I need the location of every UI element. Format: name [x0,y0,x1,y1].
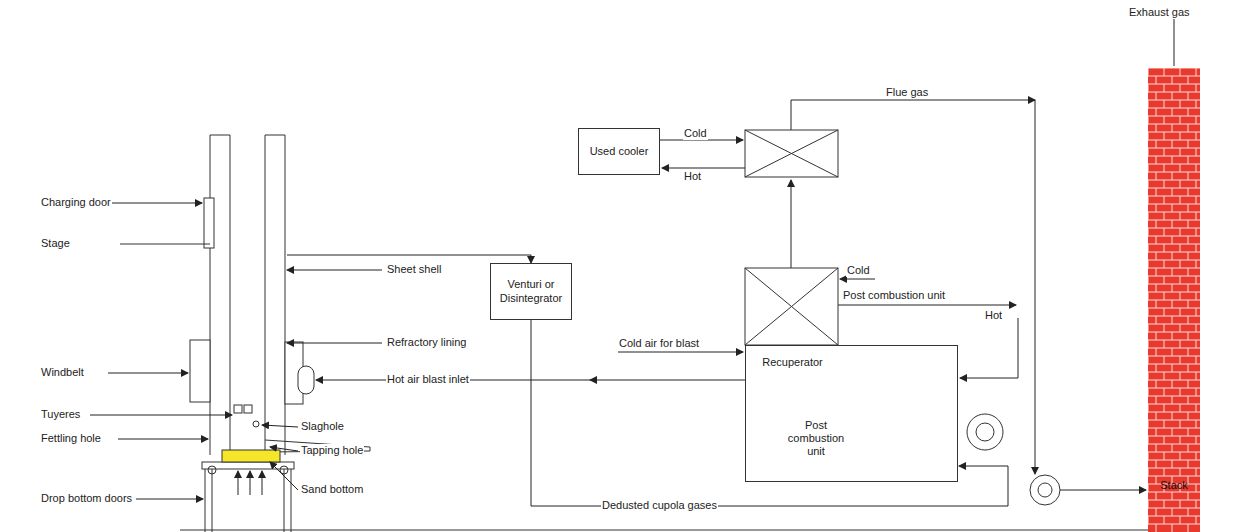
part-label: Windbelt [40,366,85,379]
stack-chimney: Stack [1148,68,1200,532]
part-label: Stage [40,237,71,250]
part-label: Hot air blast inlet [386,373,470,386]
part-label: Cold air for blast [618,337,700,350]
part-label: Tapping hole [300,444,364,457]
part-label: Exhaust gas [1128,6,1191,19]
post-combustion-box: Post combustion unit Recuperator [745,345,958,482]
part-label: Tuyeres [40,408,81,421]
part-label: Charging door [40,196,112,209]
node-text: Used cooler [590,145,649,158]
edge-label: Dedusted cupola gases [601,499,718,512]
node-text: Recuperator [762,356,823,369]
part-label: Hot [984,309,1003,322]
node-text: Post combustion unit [786,419,846,459]
part-label: Slaghole [300,420,345,433]
part-label: Fettling hole [40,432,102,445]
venturi-box: Venturi or Disintegrator [490,263,572,320]
part-label: Cold [683,127,708,140]
part-label: Post combustion unit [842,289,946,302]
node-text: Stack [1160,479,1188,492]
brick-pattern [1148,68,1200,532]
part-label: Refractory lining [386,336,467,349]
part-label: Drop bottom doors [40,492,133,505]
part-label: Cold [846,264,871,277]
node-text: Venturi or Disintegrator [491,278,571,304]
part-label: Sand bottom [300,483,364,496]
cooler-box: Used cooler [578,128,660,175]
recuperator-area: Recuperator [746,346,839,380]
flow-connector [531,320,1008,506]
part-label: Flue gas [885,86,929,99]
part-label: Sheet shell [386,263,442,276]
part-label: Hot [683,170,702,183]
